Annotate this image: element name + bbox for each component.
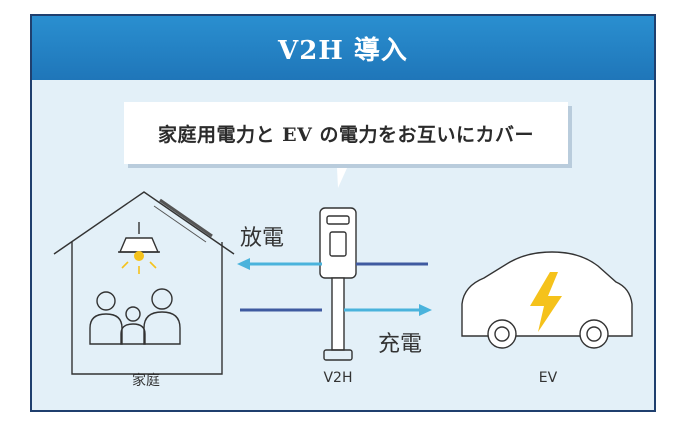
speech-bubble: 家庭用電力と EV の電力をお互いにカバー [124, 102, 568, 164]
lamp-light-icon [134, 251, 144, 261]
charge-label: 充電 [378, 332, 423, 357]
discharge-arrow [237, 258, 428, 270]
house-caption: 家庭 [132, 373, 160, 389]
lamp-rays-icon [121, 261, 157, 274]
diagram-frame: V2H 導入 [30, 14, 656, 412]
banner-title: V2H 導入 [278, 35, 408, 66]
charge-arrow [240, 304, 432, 316]
v2h-caption: V2H [323, 370, 353, 386]
ev-caption: EV [538, 370, 558, 386]
bolt-icon [530, 272, 562, 332]
bubble-text: 家庭用電力と EV の電力をお互いにカバー [158, 123, 534, 146]
house-icon [53, 191, 235, 375]
discharge-label: 放電 [240, 226, 285, 251]
v2h-charger-icon [319, 207, 357, 361]
diagram-art [53, 148, 633, 375]
title-banner: V2H 導入 [32, 16, 654, 80]
family-icon [89, 288, 181, 345]
